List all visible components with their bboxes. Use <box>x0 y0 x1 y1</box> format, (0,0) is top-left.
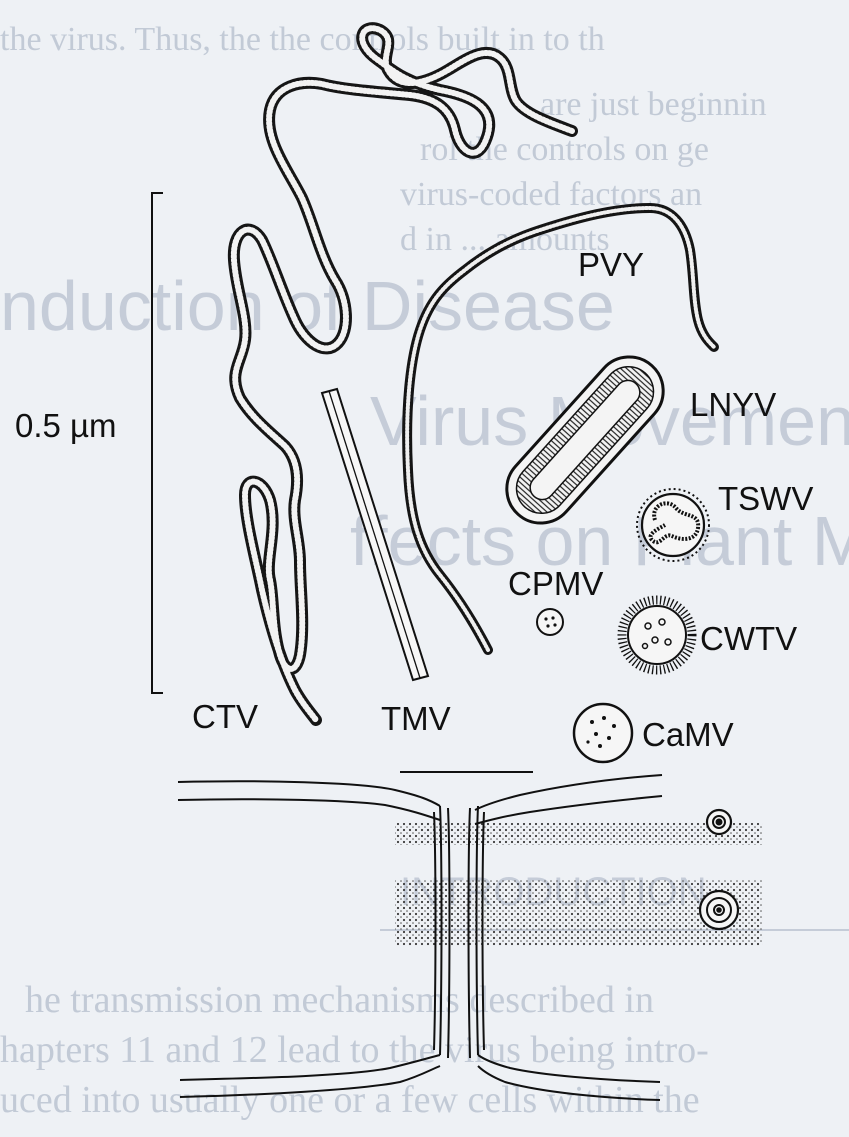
tswv-particle: TSWV <box>636 480 813 562</box>
bleed-line-1: the virus. Thus, the the controls built … <box>0 21 605 58</box>
ctv-particle: CTV <box>192 22 578 735</box>
cwtv-particle: CWTV <box>617 595 797 675</box>
bleed-line-2: are just beginnin <box>540 86 767 123</box>
bleed-body-1: he transmission mechanisms described in <box>25 979 654 1021</box>
tmv-label: TMV <box>381 700 451 737</box>
plasmodesma-section <box>177 771 763 1101</box>
cpmv-particle: CPMV <box>508 565 603 636</box>
scale-bar-label: 0.5 µm <box>15 407 117 444</box>
scale-bar: 0.5 µm <box>15 192 163 694</box>
camv-particle: CaMV <box>572 702 734 764</box>
cpmv-label: CPMV <box>508 565 603 602</box>
pvy-particle: PVY <box>402 202 719 655</box>
bleed-through-text: the virus. Thus, the the controls built … <box>0 21 849 1121</box>
ctv-label: CTV <box>192 698 258 735</box>
cwtv-label: CWTV <box>700 620 797 657</box>
camv-label: CaMV <box>642 716 734 753</box>
pvy-label: PVY <box>578 246 644 283</box>
tmv-particle: TMV <box>320 387 451 737</box>
lnyv-label: LNYV <box>690 386 776 423</box>
lnyv-particle <box>505 355 665 525</box>
bleed-body-3: uced into usually one or a few cells wit… <box>0 1079 700 1121</box>
bleed-body-2: hapters 11 and 12 lead to the virus bein… <box>0 1029 709 1071</box>
tswv-label: TSWV <box>718 480 813 517</box>
